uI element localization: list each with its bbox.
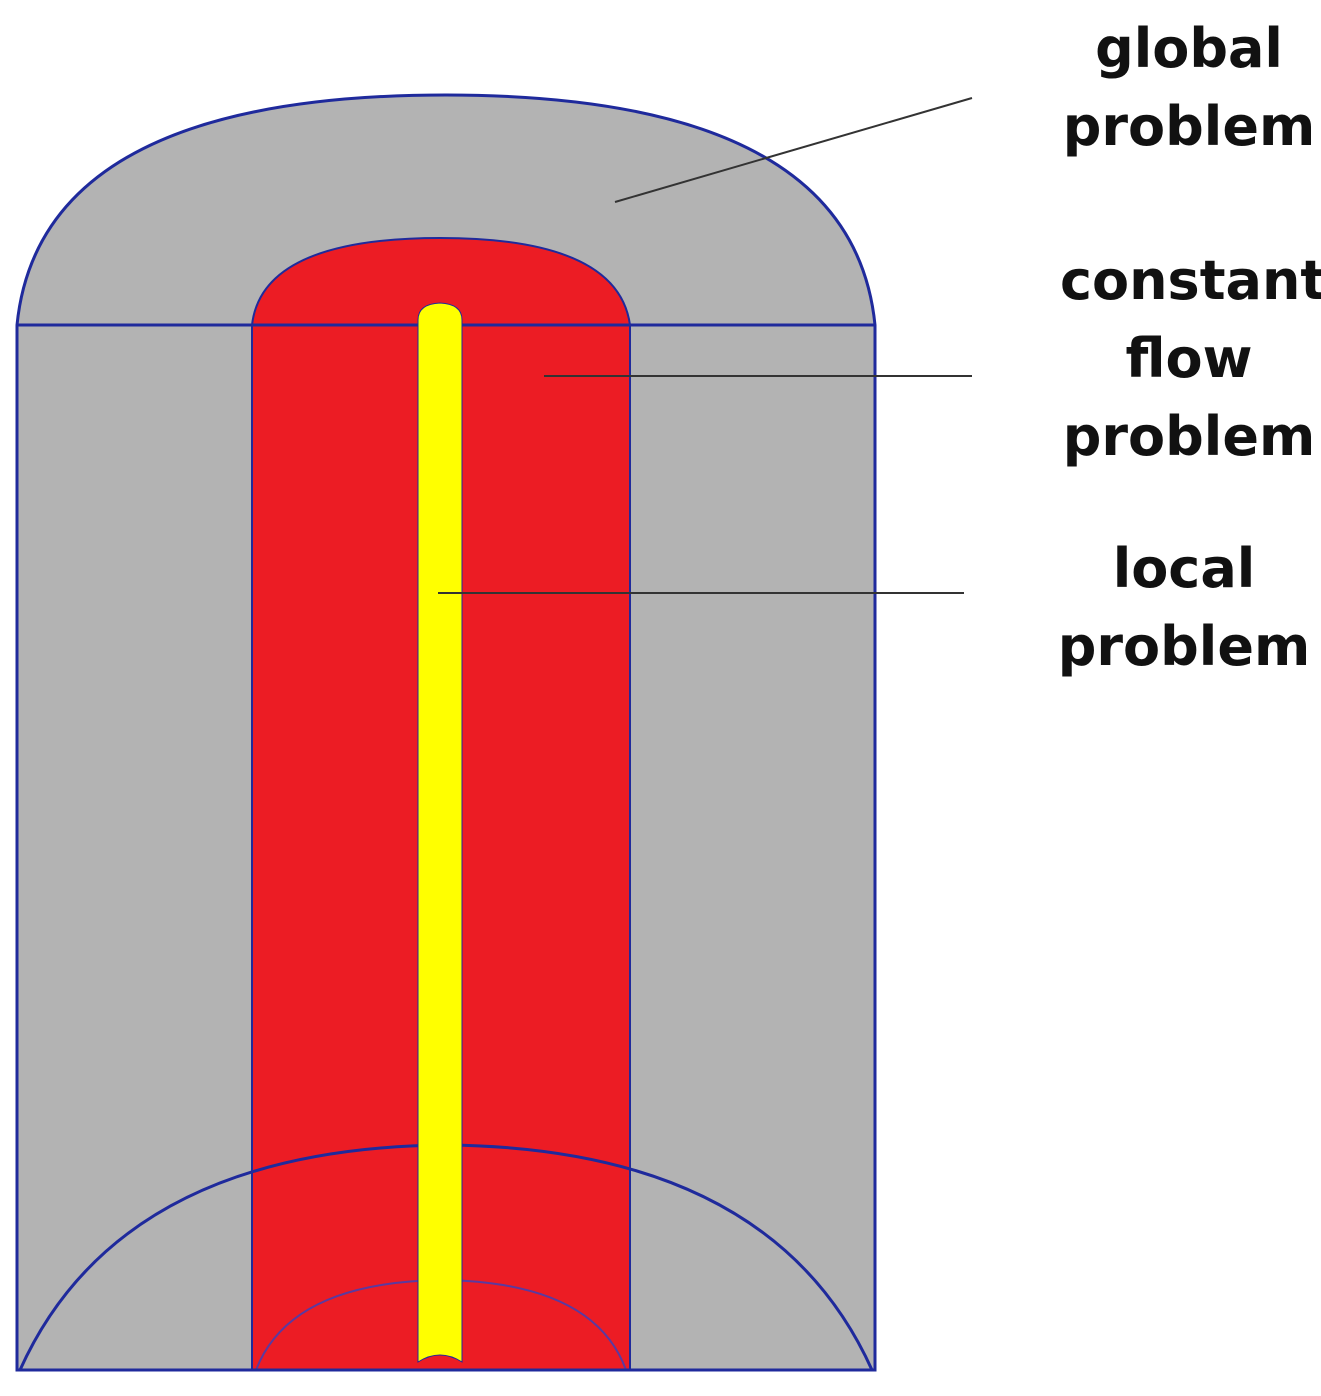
label-constant-flow-problem: constant flow problem [1060, 242, 1321, 476]
label-local-line2: problem [1057, 615, 1311, 678]
label-constant-line2: flow [1125, 327, 1253, 390]
label-local-line1: local [1112, 537, 1256, 600]
local-region [417, 302, 463, 1363]
label-global-line1: global [1095, 17, 1283, 80]
label-local-problem: local problem [1055, 530, 1313, 686]
label-constant-line3: problem [1062, 405, 1316, 468]
label-global-problem: global problem [1060, 10, 1318, 166]
leader-line-global [614, 97, 973, 203]
label-constant-line1: constant [1060, 249, 1321, 312]
label-global-line2: problem [1062, 95, 1316, 158]
